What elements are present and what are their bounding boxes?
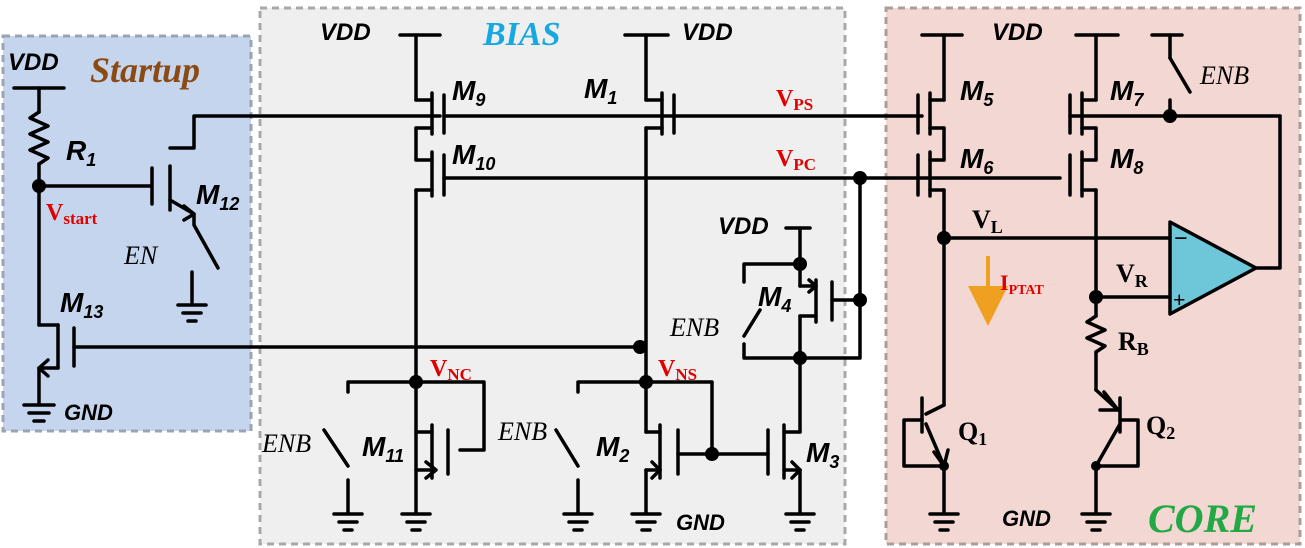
label-vps: VPS: [776, 86, 813, 114]
label-enb: ENB: [1199, 61, 1249, 90]
node-m13-gate: [633, 340, 647, 354]
resistor-r1: [28, 110, 50, 166]
label-vnc: VNC: [430, 356, 472, 384]
node-m4-drain: [793, 351, 807, 365]
opamp: [1168, 220, 1258, 316]
bias-title: BIAS: [482, 16, 561, 53]
label-enb: ENB: [261, 429, 311, 458]
ground-symbol: [176, 303, 208, 323]
node-vl: [937, 231, 951, 245]
label-vdd: VDD: [8, 49, 59, 76]
ground-symbol: [22, 403, 56, 423]
label-vns: VNS: [658, 356, 697, 384]
node-vpc: [853, 171, 867, 185]
label-gnd: GND: [64, 400, 113, 425]
node-m3-gate: [705, 447, 719, 461]
core-title: CORE: [1148, 496, 1257, 541]
label-m13: M13: [60, 287, 103, 322]
node-q1-base: [939, 461, 949, 471]
node-vps: [1163, 109, 1177, 123]
label-vpc: VPC: [776, 146, 816, 174]
label-m3: M3: [806, 437, 839, 472]
label-iptat: IPTAT: [1000, 270, 1044, 298]
label-m9: M9: [452, 75, 485, 110]
opamp-minus: −: [1174, 226, 1188, 252]
node-q2-base: [1091, 461, 1101, 471]
label-m7: M7: [1110, 75, 1144, 110]
core-circuit: [902, 33, 1282, 515]
startup-title: Startup: [90, 50, 200, 90]
label-m11: M11: [362, 431, 404, 466]
label-m2: M2: [596, 431, 629, 466]
bias-circuit: [322, 33, 1062, 515]
node-vnc: [409, 375, 423, 389]
ground-symbol: [784, 512, 816, 532]
label-m6: M6: [960, 143, 994, 178]
label-m1: M1: [584, 73, 617, 108]
resistor-rb: [1085, 314, 1107, 354]
label-vstart: Vstart: [46, 200, 98, 228]
label-vdd: VDD: [682, 19, 733, 46]
label-m4: M4: [758, 281, 791, 316]
opamp-plus: +: [1173, 287, 1186, 312]
label-gnd: GND: [676, 510, 725, 535]
ground-symbol: [400, 512, 432, 532]
label-vdd: VDD: [992, 19, 1043, 46]
label-m10: M10: [452, 139, 495, 174]
label-r1: R1: [66, 135, 96, 170]
ground-symbol: [1080, 512, 1112, 532]
ground-symbol: [630, 512, 662, 532]
label-enb: ENB: [497, 417, 547, 446]
ground-symbol: [928, 512, 960, 532]
label-vdd: VDD: [718, 213, 769, 240]
label-m8: M8: [1110, 143, 1143, 178]
label-gnd: GND: [1002, 506, 1051, 531]
node-m4-gate: [853, 293, 867, 307]
label-vr: VR: [1116, 259, 1149, 291]
label-m12: M12: [196, 179, 239, 214]
ground-symbol: [332, 512, 364, 532]
label-rb: RB: [1118, 327, 1149, 359]
label-m5: M5: [960, 75, 994, 110]
label-en: EN: [123, 241, 159, 270]
label-vl: VL: [972, 205, 1003, 237]
node-vns: [639, 375, 653, 389]
label-enb: ENB: [669, 313, 719, 342]
startup-circuit: [12, 86, 642, 406]
label-vdd: VDD: [320, 19, 371, 46]
node-vr: [1089, 290, 1103, 304]
node-vstart: [32, 179, 46, 193]
node-m4-source: [793, 257, 807, 271]
label-q1: Q1: [958, 417, 987, 449]
ground-symbol: [562, 512, 594, 532]
label-q2: Q2: [1146, 411, 1175, 443]
